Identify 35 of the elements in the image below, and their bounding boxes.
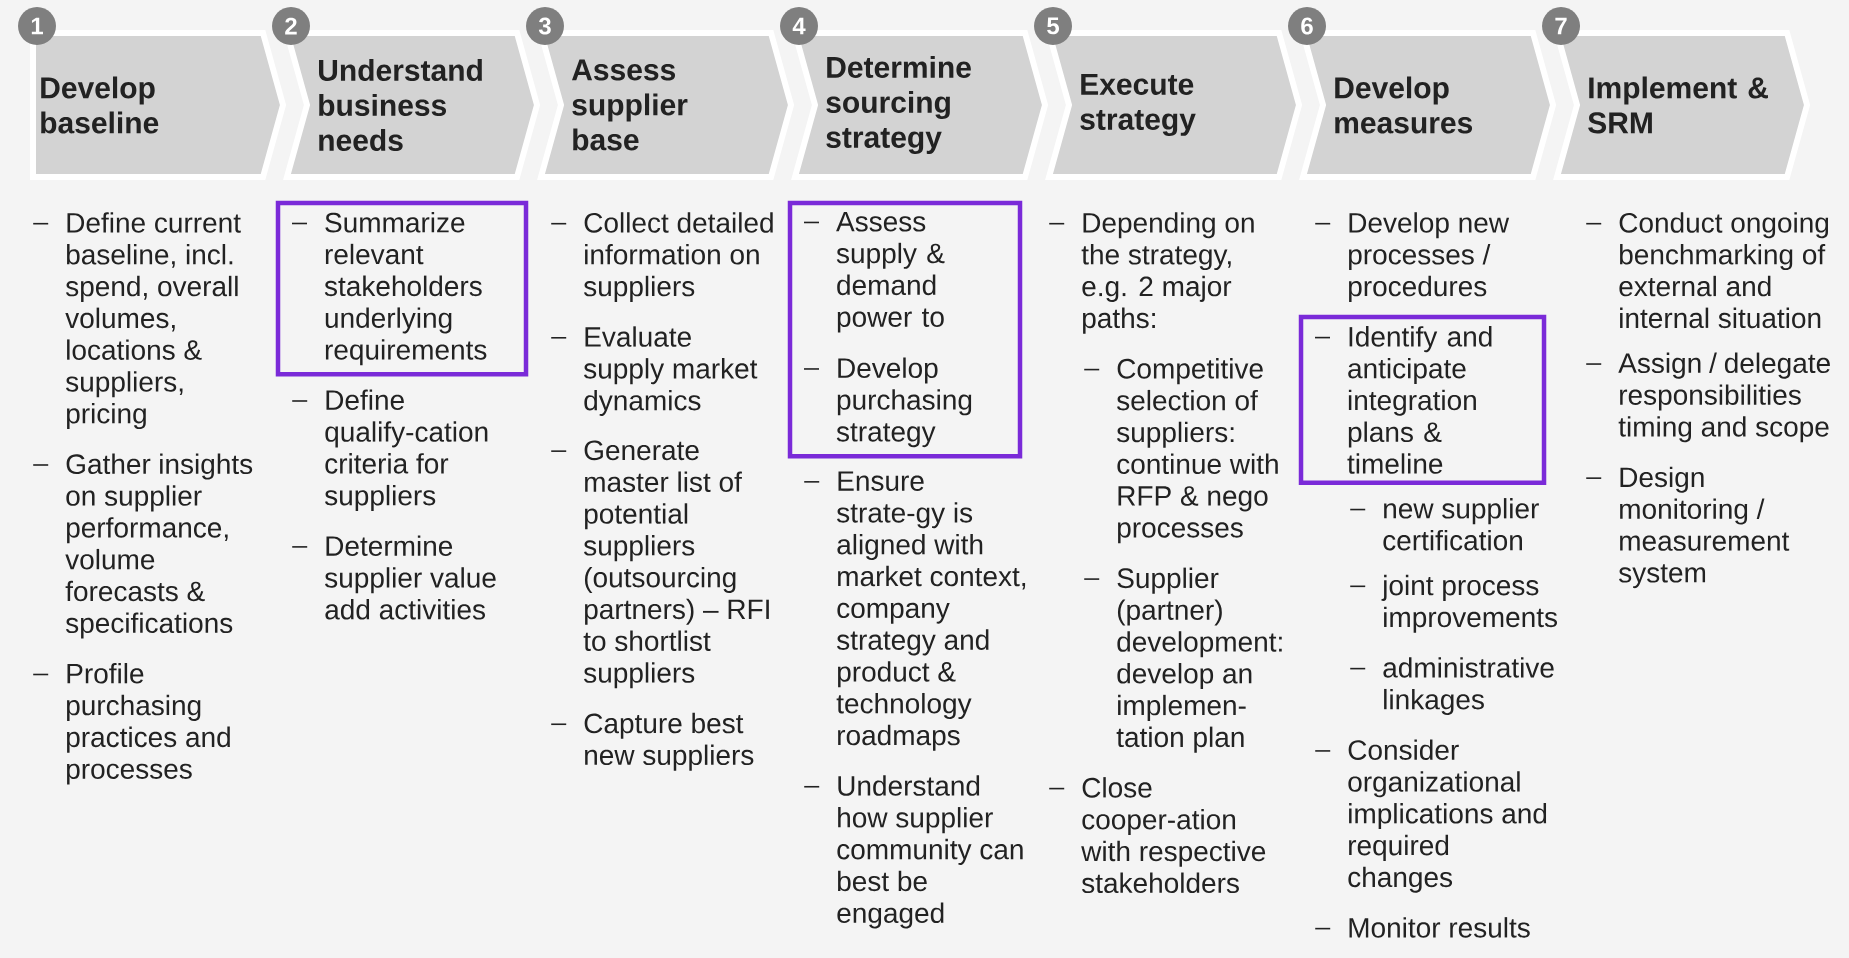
step-number: 4 [780, 7, 818, 45]
bullet-text: Design monitoring / measurement system [1619, 466, 1790, 589]
bullet-text: Summarize relevant stakeholders underlying requirements [324, 212, 487, 366]
bullet-text: Assess supply & demand power to [836, 212, 945, 333]
bullet-text: Evaluate supply market dynamics [584, 326, 758, 416]
step-number: 1 [18, 7, 56, 45]
step-number: 7 [1542, 7, 1580, 45]
bullet-text: Collect detailed information on suppliers [584, 212, 773, 302]
step-number: 5 [1034, 7, 1072, 45]
bullet-text: Supplier (partner) development: develop an implemen-tation plan [1116, 567, 1282, 753]
highlight-box [275, 200, 529, 377]
highlight-box [787, 200, 1023, 459]
highlight-box [1298, 314, 1547, 486]
step-number: 3 [526, 7, 564, 45]
bullet-text: Profile purchasing practices and processes [67, 663, 230, 785]
bullet-text: Close cooper-ation with respective stakeholders [1081, 777, 1266, 894]
bullet-text: Capture best new suppliers [584, 712, 754, 771]
bullet-text: administrative linkages [1383, 657, 1554, 715]
bullet-text: Define current baseline, incl. spend, overall volumes, locations & suppliers, pricing [65, 212, 241, 430]
bullet-text: Monitor results [1349, 917, 1530, 938]
bullet-text: Understand how supplier community can best be engaged [837, 775, 1023, 929]
bullet-text: Conduct ongoing benchmarking of external and internal situation [1619, 212, 1829, 329]
bullet-text: Develop purchasing strategy [836, 357, 972, 448]
step-number: 2 [272, 7, 310, 45]
step-number: 6 [1288, 7, 1326, 45]
bullet-text: Determine supplier value add activities [325, 535, 496, 620]
bullet-text: Generate master list of potential suppliers (outsourcing partners) – RFI to shortlist suppliers [583, 440, 769, 689]
bullet-text: joint process improvements [1381, 574, 1557, 633]
bullet-text: Competitive selection of suppliers: continue with RFP & nego processes [1117, 358, 1278, 544]
bullet-text: Develop new processes / procedures [1349, 212, 1510, 302]
bullet-text: Depending on the strategy, e.g. 2 major paths: [1081, 212, 1254, 334]
bullet-text: Assign / delegate responsibilities timing and scope [1618, 352, 1830, 443]
bullet-text: Identify and anticipate integration plans & timeline [1347, 326, 1492, 474]
bullet-text: Consider organizational implications and required changes [1348, 739, 1547, 893]
bullet-text: Gather insights on supplier performance, volume forecasts & specifications [65, 453, 253, 639]
